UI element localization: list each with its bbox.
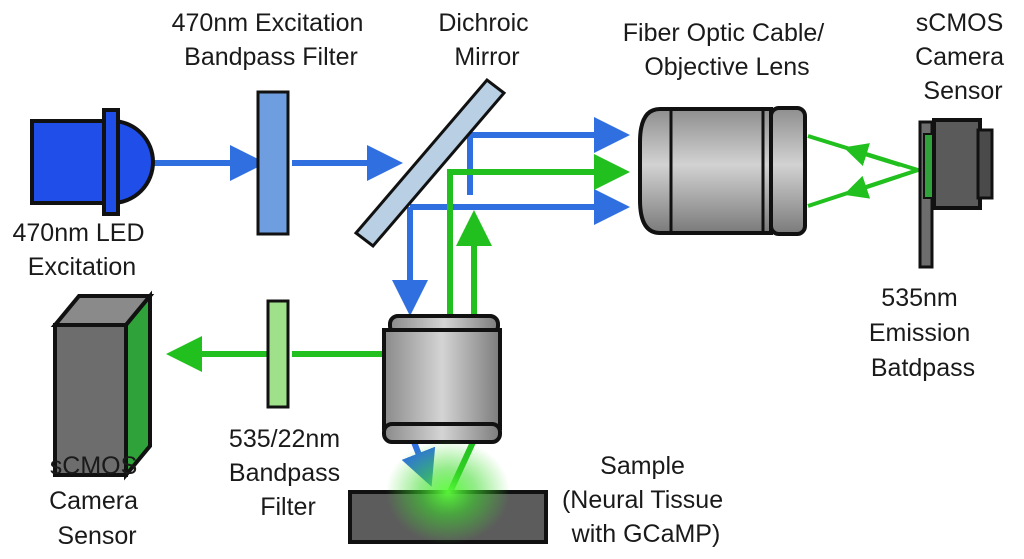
sample <box>348 440 548 544</box>
excitation-bandpass-filter <box>256 90 290 236</box>
vertical-objective-lens <box>382 314 502 444</box>
right-camera-sensor <box>918 118 994 269</box>
dichroic-mirror <box>353 77 507 249</box>
beam-cone-arrow-top <box>843 143 901 167</box>
labels: 470nm Excitation Bandpass Filter Dichroi… <box>13 9 1011 550</box>
label-fiber-objective: Fiber Optic Cable/ Objective Lens <box>623 19 831 81</box>
beam-cone-arrow-bottom <box>843 174 901 199</box>
label-led: 470nm LED Excitation <box>13 219 152 281</box>
label-camera-right: sCMOS Camera Sensor <box>915 9 1011 105</box>
fiber-objective-lens <box>638 106 807 236</box>
left-camera-sensor <box>50 290 155 481</box>
emission-bandpass-filter <box>266 299 290 409</box>
label-camera-left: sCMOS Camera Sensor <box>49 452 145 550</box>
fluorescence-glow <box>386 440 510 544</box>
label-excitation-filter: 470nm Excitation Bandpass Filter <box>172 9 371 71</box>
label-emission-bandpass: 535nm Emission Batdpass <box>869 284 977 382</box>
label-dichroic-mirror: Dichroic Mirror <box>438 9 535 71</box>
beam-lens-to-sensor <box>807 134 925 208</box>
label-sample: Sample (Neural Tissue with GCaMP) <box>562 452 730 548</box>
led-source <box>30 108 155 216</box>
beam-sample-to-fiber <box>447 154 630 318</box>
beam-mirror-to-fiber-top <box>467 117 630 195</box>
label-emission-filter: 535/22nm Bandpass Filter <box>229 425 347 521</box>
